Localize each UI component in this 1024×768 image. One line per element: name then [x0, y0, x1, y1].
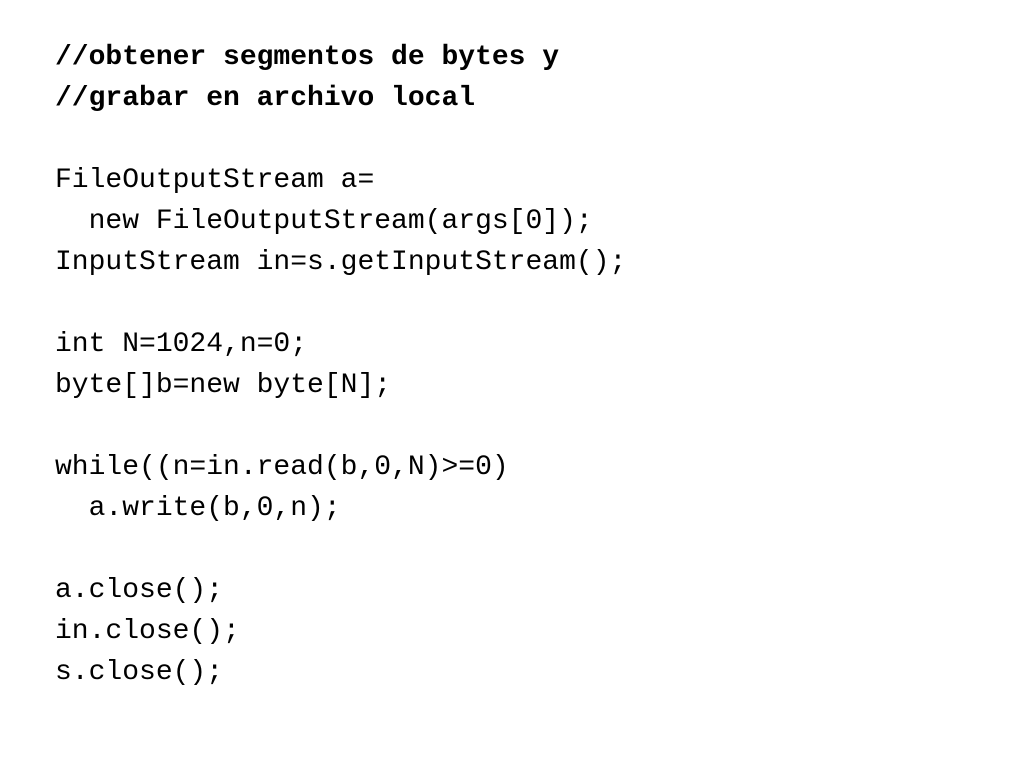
code-line-blank [55, 119, 626, 160]
code-line: while((n=in.read(b,0,N)>=0) [55, 452, 509, 483]
code-line: a.write(b,0,n); [55, 493, 341, 524]
code-line: a.close(); [55, 575, 224, 606]
code-line-blank [55, 406, 626, 447]
code-line: InputStream in=s.getInputStream(); [55, 247, 627, 278]
code-line-blank [55, 529, 626, 570]
code-line: new FileOutputStream(args[0]); [55, 206, 593, 237]
code-line: s.close(); [55, 657, 224, 688]
code-block: //obtener segmentos de bytes y //grabar … [55, 37, 626, 693]
code-line-comment: //grabar en archivo local [55, 83, 476, 114]
code-line-blank [55, 283, 626, 324]
code-line: FileOutputStream a= [55, 165, 375, 196]
code-line: byte[]b=new byte[N]; [55, 370, 392, 401]
code-line-comment: //obtener segmentos de bytes y [55, 42, 560, 73]
code-line: in.close(); [55, 616, 240, 647]
code-line: int N=1024,n=0; [55, 329, 308, 360]
